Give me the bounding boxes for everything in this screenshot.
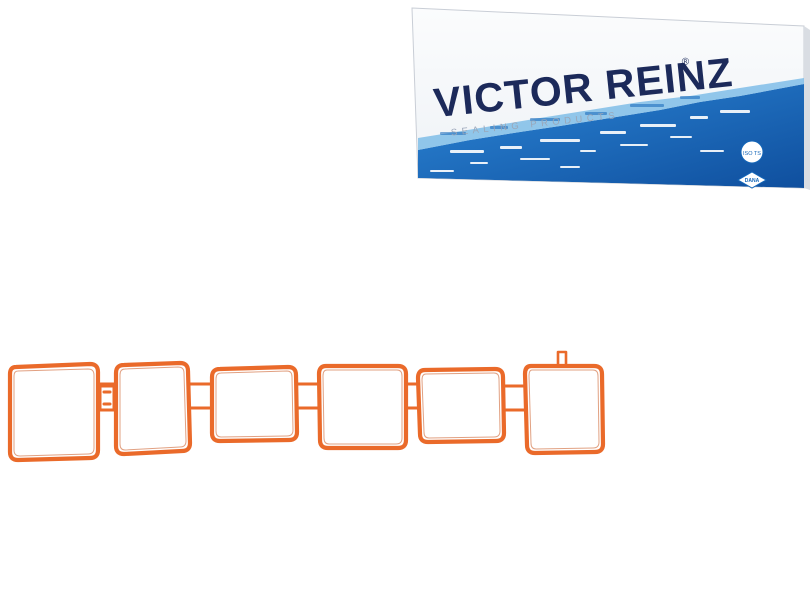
gasket-box: VICTOR REINZ ® SEALING PRODUCTS ISO TS D… (411, 7, 810, 190)
box-wave-pattern (418, 78, 804, 188)
dana-logo-icon: DANA (736, 171, 768, 189)
gasket-port-1 (7, 361, 101, 463)
gasket-port-3 (209, 364, 300, 444)
gasket-port-4 (316, 363, 409, 451)
gasket-stem (556, 350, 568, 368)
gasket-port-6 (522, 363, 606, 456)
svg-text:ISO TS: ISO TS (743, 151, 761, 157)
gasket-bridges (96, 382, 527, 412)
gasket-port-2 (113, 360, 193, 457)
certification-badge-icon: ISO TS (740, 140, 764, 164)
gasket-port-5 (415, 366, 507, 445)
gasket-locator-tab (98, 384, 116, 412)
intake-manifold-gasket (7, 350, 606, 463)
box-side-edge (804, 26, 810, 190)
svg-text:DANA: DANA (745, 178, 760, 184)
gasket-inner-edge (13, 366, 600, 457)
brand-registered-mark: ® (681, 56, 690, 68)
